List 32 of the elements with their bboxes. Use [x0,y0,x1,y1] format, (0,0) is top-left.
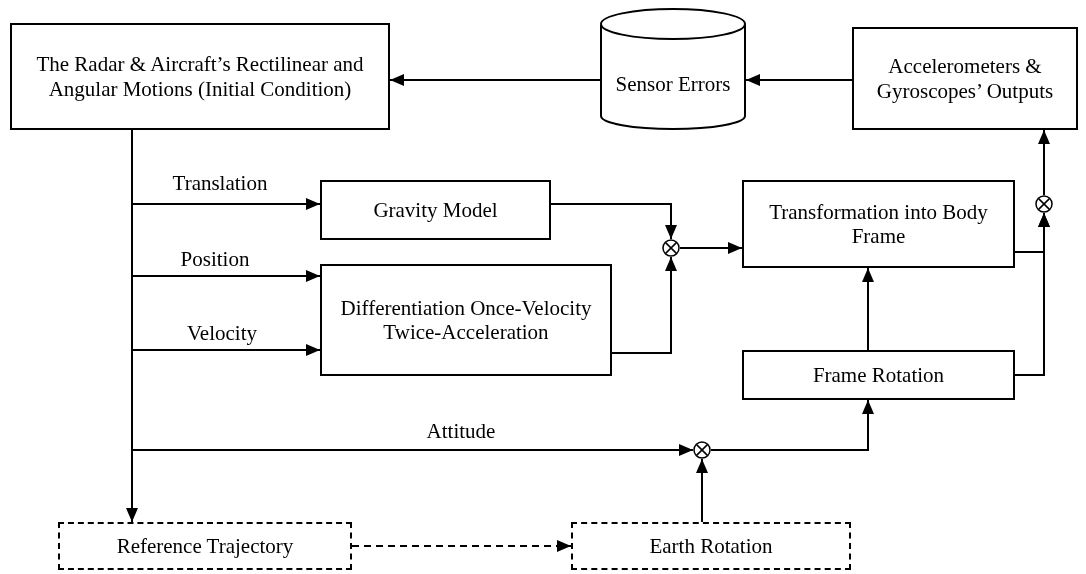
arrow [862,267,874,351]
arrow [389,74,601,86]
process-box [320,180,551,240]
process-box [320,264,612,376]
process-box [852,27,1078,130]
process-box [742,350,1015,400]
process-box [742,180,1015,268]
node-text: Sensor Errors [615,72,731,97]
process-box [10,23,390,130]
node-text: Gravity Model [373,197,498,223]
arrow [550,203,677,240]
node-text: Accelerometers & Gyroscopes’ Outputs [875,54,1055,103]
node-text: Transformation into Body Frame [768,199,989,249]
arrow [1014,212,1050,376]
dashed-arrow [351,540,572,552]
arrow [710,399,874,451]
multiplication-junction [662,239,680,257]
node-text: Frame Rotation [812,362,945,388]
node-text: Differentiation Once-Velocity Twice-Acceleration [339,295,593,345]
node-text: Earth Rotation [649,533,773,559]
arrow [611,256,677,354]
node-text: Reference Trajectory [116,533,294,559]
multiplication-junction [1035,195,1053,213]
node-text: The Radar & Aircraft’s Rectilinear and Angular Motions (Initial Condition) [35,52,365,101]
multiplication-junction [693,441,711,459]
dashed-process-box [58,522,352,570]
arrow [679,242,743,254]
cylinder-node [600,7,746,130]
arrow [745,74,853,86]
arrow [696,458,708,523]
arrow [1038,129,1050,196]
dashed-process-box [571,522,851,570]
